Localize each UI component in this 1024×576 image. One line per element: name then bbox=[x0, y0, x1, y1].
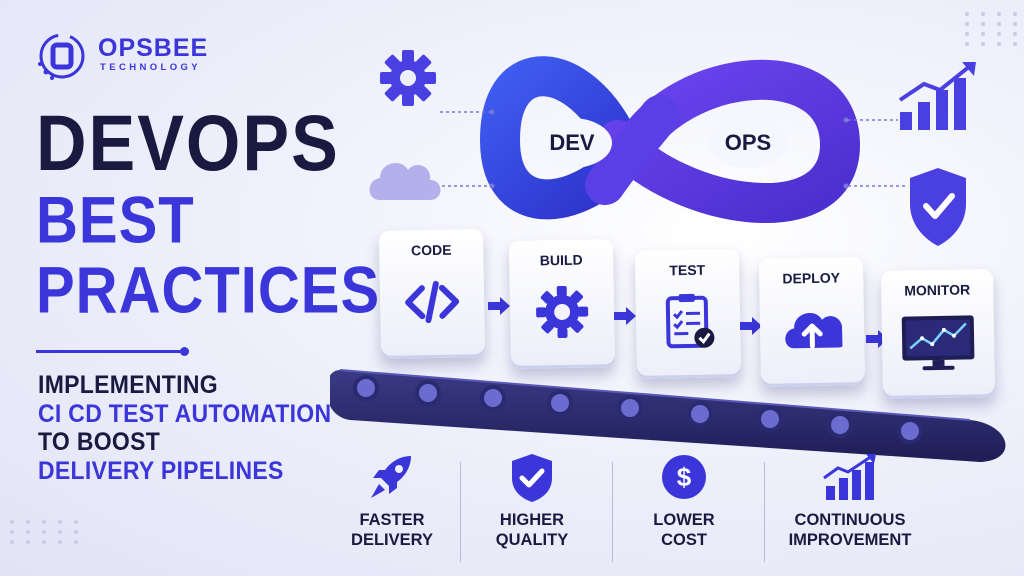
pipeline-card-label: DEPLOY bbox=[782, 269, 841, 287]
infinity-crossing bbox=[585, 95, 680, 205]
benefit-lower-cost: $ LOWER COST bbox=[614, 452, 754, 562]
headline-best: BEST bbox=[36, 183, 195, 258]
brand-logo: OPSBEE TECHNOLOGY bbox=[36, 30, 256, 80]
pipeline-card-code: CODE bbox=[378, 229, 486, 359]
infinity-right-loop bbox=[598, 59, 861, 223]
benefit-label: CONTINUOUS IMPROVEMENT bbox=[780, 510, 920, 550]
pipeline-card-label: MONITOR bbox=[904, 281, 971, 299]
clipboard-check-icon bbox=[665, 293, 715, 349]
conveyor-belt bbox=[330, 369, 1006, 462]
logo-mark-icon bbox=[38, 33, 85, 80]
infinity-illustration bbox=[369, 50, 976, 246]
benefit-line-1: CONTINUOUS bbox=[794, 511, 906, 529]
benefit-continuous-improvement: CONTINUOUS IMPROVEMENT bbox=[780, 452, 920, 562]
pipeline-card-test: TEST bbox=[634, 249, 742, 379]
benefit-line-2: QUALITY bbox=[495, 531, 569, 549]
benefit-line-1: HIGHER bbox=[499, 511, 565, 529]
subtitle-line-3: TO BOOST bbox=[38, 426, 161, 456]
benefit-label: FASTER DELIVERY bbox=[322, 510, 462, 550]
pipeline-card-label: TEST bbox=[669, 261, 706, 279]
benefit-line-2: IMPROVEMENT bbox=[788, 531, 912, 549]
pipeline-arrow-icon bbox=[614, 307, 636, 325]
decorative-dots bbox=[10, 520, 84, 544]
growth-chart-icon bbox=[823, 454, 876, 500]
decorative-dots bbox=[965, 12, 1024, 46]
monitor-chart-icon bbox=[901, 315, 975, 371]
benefit-divider bbox=[460, 462, 461, 562]
subtitle-line-2: CI CD TEST AUTOMATION bbox=[38, 398, 332, 428]
pipeline-card-label: BUILD bbox=[539, 251, 583, 269]
shield-check-icon bbox=[910, 168, 966, 246]
dollar-coin-icon: $ bbox=[662, 455, 706, 499]
pipeline-card-deploy: DEPLOY bbox=[758, 257, 866, 387]
pipeline-arrow-icon bbox=[740, 317, 762, 335]
headline-devops: DEVOPS bbox=[36, 99, 340, 187]
pipeline-arrow-icon bbox=[488, 297, 510, 315]
benefit-faster-delivery: FASTER DELIVERY bbox=[322, 452, 462, 562]
headline-divider-dot bbox=[180, 347, 189, 356]
benefit-higher-quality: HIGHER QUALITY bbox=[462, 452, 602, 562]
benefit-label: LOWER COST bbox=[614, 510, 754, 550]
cloud-upload-icon bbox=[785, 313, 843, 349]
benefit-line-1: LOWER bbox=[653, 511, 715, 529]
benefit-line-1: FASTER bbox=[359, 511, 425, 529]
bar-chart-icon bbox=[898, 62, 976, 130]
gear-icon bbox=[536, 285, 589, 339]
shield-check-icon bbox=[512, 454, 552, 502]
pipeline-card-monitor: MONITOR bbox=[880, 269, 996, 399]
benefit-line-2: DELIVERY bbox=[351, 531, 433, 549]
cloud-icon bbox=[369, 163, 441, 200]
code-icon bbox=[405, 280, 460, 324]
brand-tagline: TECHNOLOGY bbox=[100, 62, 202, 73]
pipeline-card-label: CODE bbox=[410, 241, 452, 259]
headline-practices: PRACTICES bbox=[36, 253, 381, 328]
benefit-label: HIGHER QUALITY bbox=[462, 510, 602, 550]
pipeline-card-build: BUILD bbox=[508, 239, 616, 369]
rocket-icon bbox=[371, 456, 411, 498]
infinity-left-loop bbox=[479, 56, 652, 220]
infinity-dev-label: DEV bbox=[532, 118, 612, 168]
svg-text:$: $ bbox=[677, 462, 692, 492]
headline-divider bbox=[36, 350, 186, 353]
infinity-ops-label: OPS bbox=[708, 118, 788, 168]
brand-name: OPSBEE bbox=[98, 34, 209, 62]
gear-icon bbox=[380, 50, 436, 106]
benefit-divider bbox=[764, 462, 765, 562]
subtitle-line-1: IMPLEMENTING bbox=[38, 369, 218, 399]
benefit-divider bbox=[612, 462, 613, 562]
benefit-line-2: COST bbox=[661, 531, 707, 549]
subtitle-line-4: DELIVERY PIPELINES bbox=[38, 455, 284, 485]
